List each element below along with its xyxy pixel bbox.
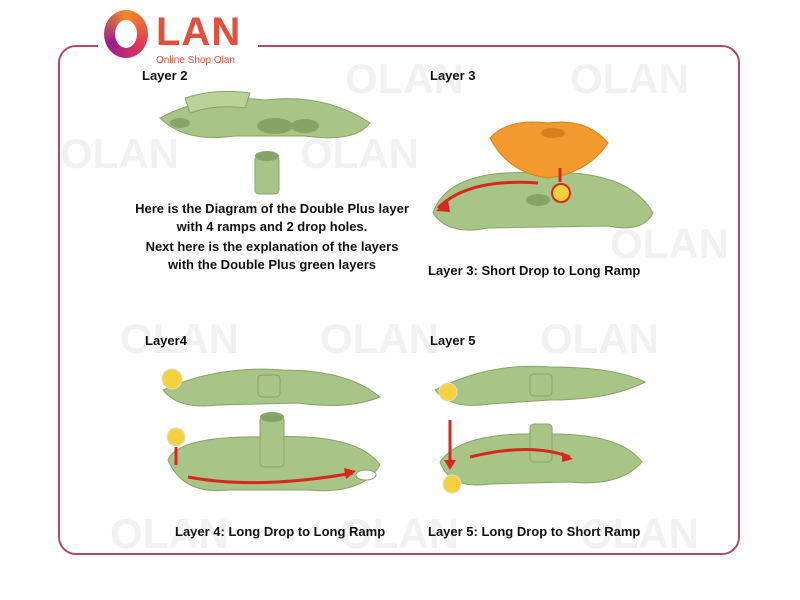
watermark: OLAN [120,315,239,362]
watermark: OLAN [110,510,229,557]
brand-logo: LAN Online Shop Olan [98,6,258,68]
layer2-description-line: with the Double Plus green layers [167,257,377,272]
layer2-title: Layer 2 [142,68,188,83]
watermark: OLAN [345,55,464,102]
watermark: OLAN [570,55,689,102]
layer4-track-image [161,368,381,492]
watermark: OLAN [580,510,699,557]
watermark: OLAN [340,510,459,557]
watermark: OLAN [540,315,659,362]
layer2-description-line: Here is the Diagram of the Double Plus l… [135,201,409,216]
logo-tagline: Online Shop Olan [156,55,235,66]
layer2-description-line: with 4 ramps and 2 drop holes. [176,219,368,234]
layer3-track-image [432,121,654,231]
layer5-title: Layer 5 [430,333,476,348]
watermark: OLAN [60,130,179,177]
layer4-title: Layer4 [145,333,187,348]
layer3-title: Layer 3 [430,68,476,83]
layer4-caption: Layer 4: Long Drop to Long Ramp [175,524,386,539]
layer2-description-line: Next here is the explanation of the laye… [145,239,399,254]
logo-wordmark: LAN [156,10,242,54]
layer5-caption: Layer 5: Long Drop to Short Ramp [428,524,641,539]
page-frame [58,45,740,555]
watermark: OLAN [320,315,439,362]
layer2-track-image [159,90,371,195]
logo-o-icon [104,10,148,58]
layer5-track-image [434,365,647,494]
layer3-caption: Layer 3: Short Drop to Long Ramp [428,263,641,278]
